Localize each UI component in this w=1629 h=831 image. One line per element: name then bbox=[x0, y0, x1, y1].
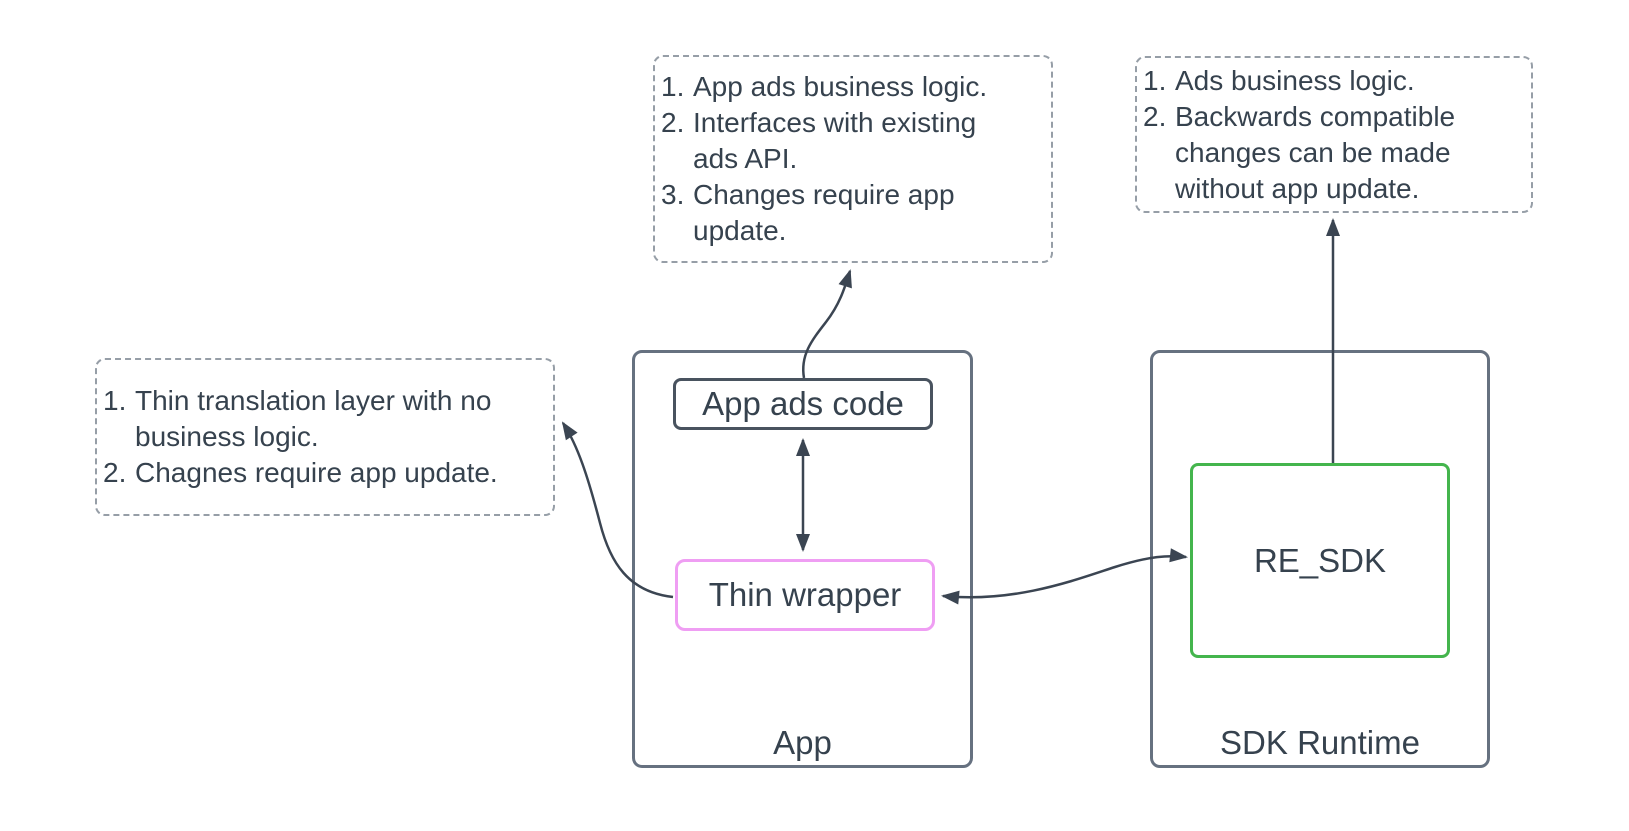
note-item-number: 2. bbox=[1143, 100, 1167, 132]
note-thin-wrapper: 1. Thin translation layer with no busine… bbox=[95, 358, 555, 516]
note-item: 2. Chagnes require app update. bbox=[103, 455, 547, 491]
node-app-ads-code-label: App ads code bbox=[702, 385, 904, 422]
note-item: 3. Changes require app update. bbox=[661, 177, 1045, 249]
node-thin-wrapper-label: Thin wrapper bbox=[708, 576, 902, 613]
node-app-ads-code: App ads code bbox=[673, 378, 933, 430]
note-item-text: App ads business logic. bbox=[693, 71, 988, 102]
note-item: 2. Backwards compatible changes can be m… bbox=[1143, 99, 1525, 207]
note-re-sdk: 1. Ads business logic. 2. Backwards comp… bbox=[1135, 56, 1533, 213]
node-re-sdk: RE_SDK bbox=[1190, 463, 1450, 658]
note-item-text: Ads business logic. bbox=[1175, 64, 1415, 96]
note-item-text: Interfaces with existing ads API. bbox=[693, 107, 977, 174]
note-item-number: 1. bbox=[1143, 64, 1167, 96]
note-item-number: 2. bbox=[661, 107, 685, 138]
note-app-ads-code: 1. App ads business logic. 2. Interfaces… bbox=[653, 55, 1053, 263]
note-item-text: Changes require app update. bbox=[693, 179, 955, 246]
note-item-number: 1. bbox=[661, 71, 685, 102]
note-item: 1. App ads business logic. bbox=[661, 69, 1045, 105]
note-item: 1. Ads business logic. bbox=[1143, 63, 1525, 99]
note-item-number: 1. bbox=[103, 385, 127, 416]
note-item-text: Backwards compatible changes can be made… bbox=[1175, 100, 1456, 204]
note-item-number: 2. bbox=[103, 457, 127, 488]
note-item-text: Chagnes require app update. bbox=[135, 457, 498, 488]
node-re-sdk-label: RE_SDK bbox=[1253, 541, 1387, 579]
note-item: 2. Interfaces with existing ads API. bbox=[661, 105, 1045, 177]
note-item: 1. Thin translation layer with no busine… bbox=[103, 383, 547, 455]
container-app-label: App bbox=[773, 724, 832, 761]
node-thin-wrapper: Thin wrapper bbox=[675, 559, 935, 631]
container-sdk-runtime-label: SDK Runtime bbox=[1220, 724, 1420, 761]
note-item-text: Thin translation layer with no business … bbox=[135, 385, 492, 452]
note-item-number: 3. bbox=[661, 179, 685, 210]
